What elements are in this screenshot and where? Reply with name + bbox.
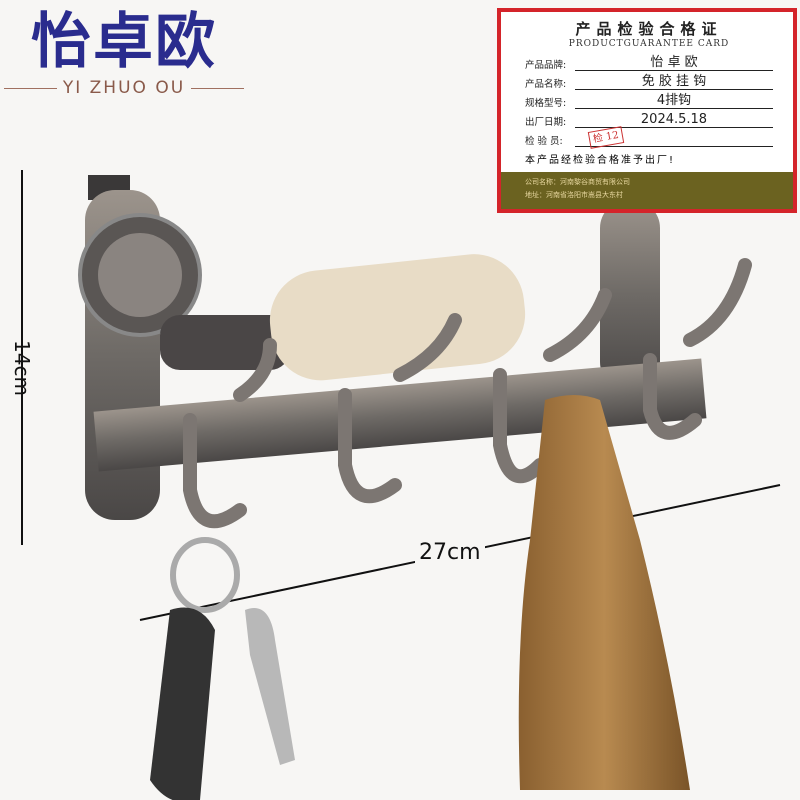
field-value: 怡 卓 欧 [575,55,773,71]
card-note: 本产品经检验合格准予出厂! [525,155,676,166]
hook-top-2 [393,313,462,382]
metal-key [245,608,295,765]
card-field-brand: 产品品牌: 怡 卓 欧 [525,52,773,71]
field-label: 出厂日期: [525,117,567,128]
car-key [150,607,215,800]
hook-bar [93,358,707,472]
card-field-inspector: 检 验 员: 检 12 [525,126,773,149]
hook-1 [183,413,247,529]
umbrella-handle [160,315,290,370]
card-title: 产品检验合格证 [575,20,723,38]
width-label: 27cm [415,540,485,565]
hook-top-1 [233,338,277,402]
key-ring [170,537,240,613]
brand-logo: 怡卓欧 YI ZHUO OU [4,6,244,98]
hook-3 [493,368,547,484]
card-company: 公司名称：河南黎谷商贸有限公司 [525,178,630,186]
hooks [183,258,752,529]
field-label: 规格型号: [525,98,567,109]
field-value: 4排钩 [575,93,773,109]
field-value: 2024.5.18 [575,112,773,128]
hook-top-4 [683,258,752,347]
hook-top-3 [543,288,612,362]
brand-name-en: YI ZHUO OU [4,78,244,98]
hook-4 [643,353,702,440]
field-label: 产品名称: [525,79,567,90]
field-value: 免 胶 挂 钩 [575,74,773,90]
inspector-stamp: 检 12 [587,126,625,149]
card-subtitle: PRODUCTGUARANTEE CARD [568,39,730,49]
left-cup-center [98,233,182,317]
card-field-date: 出厂日期: 2024.5.18 [525,109,773,128]
umbrella [269,254,526,381]
field-label: 产品品牌: [525,60,567,71]
card-address: 地址：河南省洛阳市嵩县大东村 [525,191,623,199]
towel [518,395,690,790]
hook-2 [338,388,402,504]
brand-name-cn: 怡卓欧 [31,7,217,77]
height-label: 14cm [10,340,34,396]
guarantee-card: 产品检验合格证 PRODUCTGUARANTEE CARD 产品品牌: 怡 卓 欧… [497,8,797,213]
brand-name-en-text: YI ZHUO OU [62,78,186,98]
field-label: 检 验 员: [525,136,563,147]
right-mount [600,200,660,390]
card-field-model: 规格型号: 4排钩 [525,90,773,109]
card-field-name: 产品名称: 免 胶 挂 钩 [525,71,773,90]
